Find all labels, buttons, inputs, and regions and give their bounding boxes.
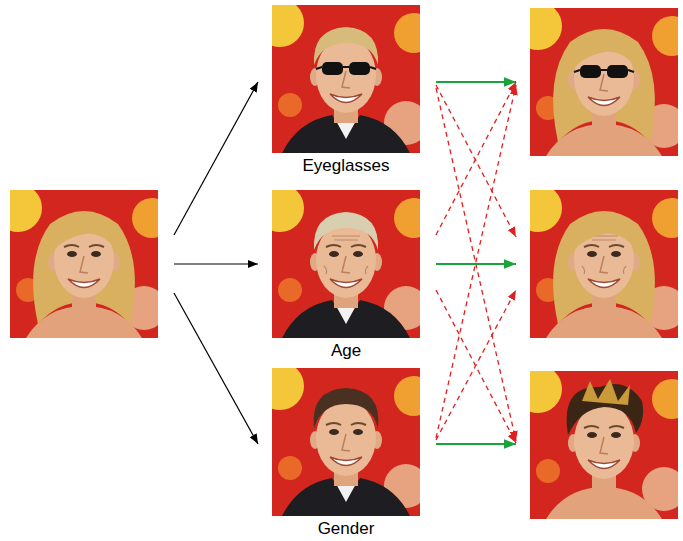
eyes	[326, 423, 366, 435]
bangs	[572, 38, 638, 72]
background	[272, 5, 420, 153]
cross-arrow	[436, 290, 516, 443]
image-node: Age	[272, 190, 420, 360]
hair	[314, 212, 378, 250]
image-node	[10, 190, 158, 338]
input-face	[10, 190, 158, 338]
eyes	[584, 245, 624, 257]
background	[272, 190, 420, 338]
shoulders	[546, 487, 662, 519]
sunglasses	[574, 65, 634, 78]
hair	[314, 27, 378, 65]
attribute-label: Age	[272, 341, 420, 360]
shoulders	[546, 306, 662, 338]
hair	[314, 388, 379, 428]
attribute-label: Gender	[272, 519, 420, 538]
bangs	[572, 220, 638, 254]
attribute-label: Eyeglasses	[272, 156, 420, 175]
matching-arrow	[436, 443, 516, 445]
cross-arrow	[436, 290, 516, 440]
cross-arrow	[436, 85, 516, 438]
eyes	[584, 426, 624, 438]
hair	[553, 29, 655, 142]
image-node: Eyeglasses	[272, 5, 420, 175]
wrinkles	[324, 236, 368, 274]
eyes	[326, 245, 366, 257]
matching-arrow	[436, 263, 516, 265]
age-face	[272, 190, 420, 338]
matching-arrow	[436, 81, 516, 83]
bangs	[52, 220, 118, 254]
shoulders	[546, 124, 662, 156]
cross-arrow	[436, 82, 516, 235]
shoulders	[26, 306, 142, 338]
edit-arrow	[174, 293, 258, 444]
wrinkles	[582, 236, 626, 274]
image-node: Gender	[272, 368, 420, 538]
image-node	[530, 8, 678, 156]
image-node	[530, 371, 678, 519]
eyes	[64, 245, 104, 257]
background	[530, 8, 678, 156]
cross-arrow	[436, 88, 516, 441]
background	[530, 190, 678, 338]
hair	[33, 211, 135, 324]
image-node	[530, 190, 678, 338]
cross-arrow	[436, 85, 516, 237]
hair	[567, 379, 643, 435]
output-gender-face	[530, 371, 678, 519]
edit-arrow	[174, 263, 258, 264]
gender-face	[272, 368, 420, 516]
background	[272, 368, 420, 516]
hair	[553, 211, 655, 324]
edit-arrow	[174, 82, 258, 235]
output-age-face	[530, 190, 678, 338]
eyeglasses-face	[272, 5, 420, 153]
output-eyeglasses-face	[530, 8, 678, 156]
background	[530, 371, 678, 519]
background	[10, 190, 158, 338]
sunglasses	[316, 62, 376, 75]
